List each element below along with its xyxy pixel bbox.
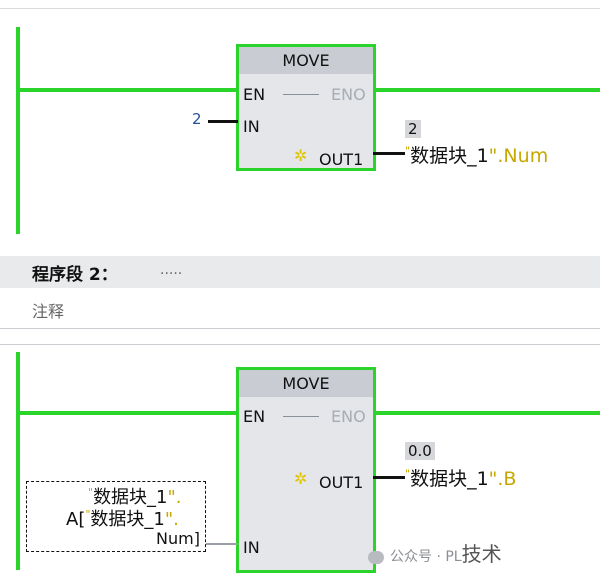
star-icon: ✲	[294, 146, 308, 165]
network-header[interactable]: 程序段 2： .....	[0, 256, 600, 288]
pin-out1: OUT1	[319, 473, 364, 492]
pin-en: EN	[243, 85, 266, 104]
move-block-2[interactable]: MOVE EN ENO ✲ OUT1 IN	[236, 367, 376, 573]
block-title: MOVE	[239, 47, 373, 74]
pin-eno: ENO	[331, 85, 366, 104]
watermark: 公众号 · PL技术	[368, 538, 502, 567]
power-rail-1	[16, 27, 20, 234]
out-monitor-value: 2	[405, 120, 421, 138]
in-operand-box[interactable]	[26, 481, 206, 552]
pin-en: EN	[243, 407, 266, 426]
network-title: 程序段 2：	[32, 265, 118, 285]
block-title: MOVE	[239, 370, 373, 397]
in-operand-line2: A["数据块_1".	[66, 508, 179, 530]
network-title-dots: .....	[160, 262, 183, 278]
pin-in: IN	[243, 538, 260, 557]
out-operand-1[interactable]: "数据块_1".Num	[405, 144, 549, 167]
in-wire-1	[208, 120, 238, 123]
in-operand-line3: Num]	[156, 529, 200, 548]
pin-eno: ENO	[331, 407, 366, 426]
wechat-icon	[368, 550, 384, 564]
in-operand-line1: "数据块_1".	[88, 486, 182, 508]
en-wire-1	[16, 88, 238, 92]
power-rail-2	[16, 352, 20, 570]
eno-wire-1	[373, 88, 600, 92]
eno-wire-2	[373, 411, 600, 415]
pin-out1: OUT1	[319, 150, 364, 169]
move-block-1[interactable]: MOVE EN ENO IN ✲ OUT1	[236, 44, 376, 171]
network-divider	[0, 344, 600, 345]
en-eno-connector	[283, 416, 319, 417]
top-divider	[0, 8, 600, 9]
out-operand-2[interactable]: "数据块_1".B	[405, 467, 517, 490]
in-constant[interactable]: 2	[192, 110, 202, 128]
en-wire-2	[16, 411, 238, 415]
out-monitor-value: 0.0	[405, 442, 435, 460]
out-wire-2	[373, 476, 405, 479]
pin-in: IN	[243, 117, 260, 136]
en-eno-connector	[283, 94, 319, 95]
in-wire-2	[206, 543, 238, 545]
star-icon: ✲	[294, 469, 308, 488]
comment-divider	[0, 328, 600, 329]
network-comment[interactable]: 注释	[32, 302, 65, 321]
out-wire-1	[373, 152, 405, 155]
